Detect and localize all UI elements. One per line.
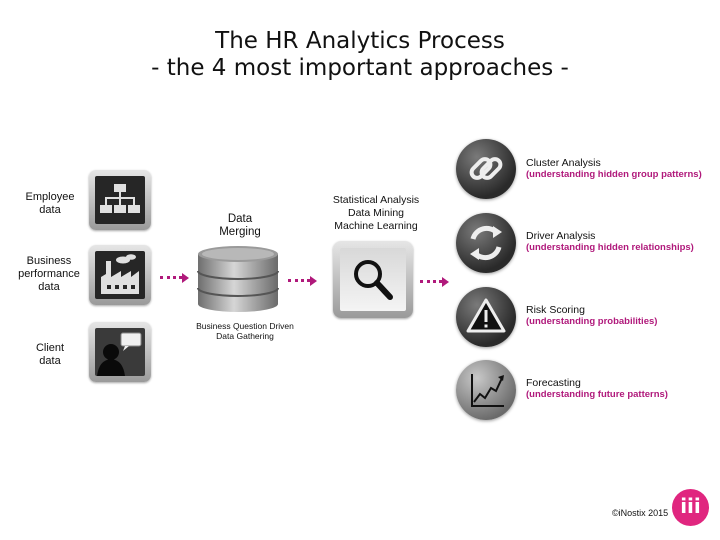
source-label-client: Client data <box>35 342 65 367</box>
output-forecast-text: Forecasting (understanding future patter… <box>526 377 668 400</box>
output-driver-circle <box>456 213 516 273</box>
output-title: Forecasting <box>526 377 581 389</box>
analysis-label: Statistical Analysis Data Mining Machine… <box>332 194 420 232</box>
cycle-arrows-icon <box>470 225 502 261</box>
output-subtitle: (understanding hidden group patterns) <box>526 169 702 180</box>
diagram-title: The HR Analytics Process <box>215 28 505 54</box>
inostix-logo: iii <box>672 489 709 526</box>
source-label-business: Business performance data <box>18 255 80 293</box>
merging-label: Data Merging <box>219 213 261 238</box>
trend-chart-icon <box>471 374 504 407</box>
output-subtitle: (understanding future patterns) <box>526 389 668 400</box>
arrow-sources-to-merge <box>160 276 182 279</box>
org-chart-icon <box>100 184 140 213</box>
output-subtitle: (understanding probabilities) <box>526 316 658 327</box>
output-cluster-text: Cluster Analysis (understanding hidden g… <box>526 157 702 180</box>
output-title: Risk Scoring <box>526 304 585 316</box>
person-speech-icon <box>97 332 142 376</box>
factory-icon <box>101 254 139 294</box>
source-client-data <box>89 322 151 382</box>
source-business-data <box>89 245 151 305</box>
diagram-subtitle: - the 4 most important approaches - <box>151 55 569 81</box>
database-icon <box>197 246 279 312</box>
output-risk-circle <box>456 287 516 347</box>
arrow-head-3 <box>442 277 449 287</box>
source-label-employee: Employee data <box>25 191 75 216</box>
arrow-merge-to-analysis <box>288 279 310 282</box>
output-cluster-circle <box>456 139 516 199</box>
output-title: Cluster Analysis <box>526 157 601 169</box>
output-risk-text: Risk Scoring (understanding probabilitie… <box>526 304 657 327</box>
analysis-box <box>333 241 413 318</box>
magnifier-icon <box>354 260 393 300</box>
output-driver-text: Driver Analysis (understanding hidden re… <box>526 230 694 253</box>
merging-caption: Business Question Driven Data Gathering <box>196 321 294 341</box>
arrow-head-1 <box>182 273 189 283</box>
output-title: Driver Analysis <box>526 230 596 242</box>
warning-icon <box>466 298 506 333</box>
chain-link-icon <box>469 157 503 180</box>
arrow-analysis-to-outputs <box>420 280 442 283</box>
source-employee-data <box>89 170 151 230</box>
output-forecast-circle <box>456 360 516 420</box>
output-subtitle: (understanding hidden relationships) <box>526 242 694 253</box>
arrow-head-2 <box>310 276 317 286</box>
copyright-text: ©iNostix 2015 <box>612 508 669 518</box>
